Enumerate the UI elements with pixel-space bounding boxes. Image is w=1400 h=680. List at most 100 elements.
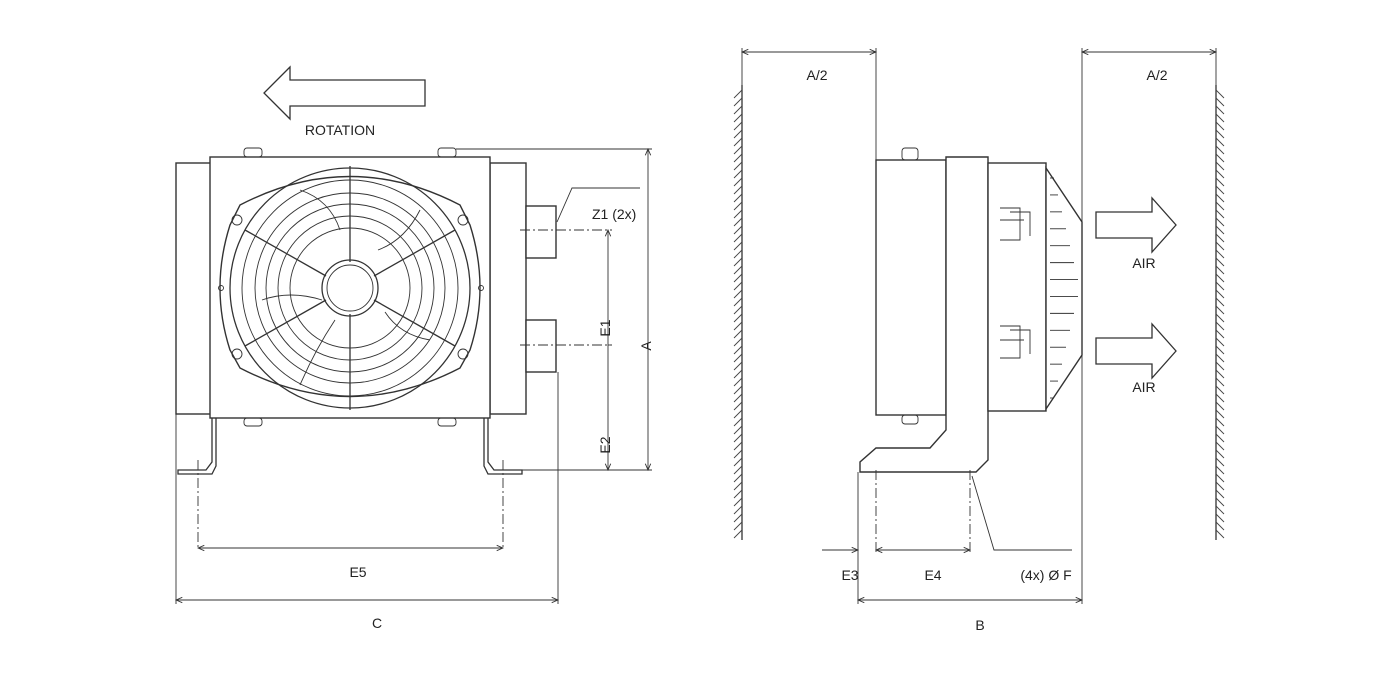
hatch-line xyxy=(1215,273,1225,283)
hatch-line xyxy=(1215,209,1225,219)
hatch-line xyxy=(1215,329,1225,339)
hatch-line xyxy=(1215,225,1225,235)
hatch-line xyxy=(733,345,743,355)
z1-label: Z1 (2x) xyxy=(592,206,636,222)
hatch-line xyxy=(1215,321,1225,331)
hatch-line xyxy=(1215,513,1225,523)
hatch-line xyxy=(1215,401,1225,411)
hatch-line xyxy=(733,457,743,467)
hatch-line xyxy=(733,145,743,155)
hatch-line xyxy=(733,89,743,99)
hatch-line xyxy=(733,529,743,539)
hatch-line xyxy=(1215,417,1225,427)
hatch-line xyxy=(1215,481,1225,491)
hatch-line xyxy=(733,337,743,347)
hatch-line xyxy=(1215,89,1225,99)
c-label: C xyxy=(372,615,382,631)
hatch-line xyxy=(733,265,743,275)
front-view: ROTATION xyxy=(175,65,654,631)
hatch-line xyxy=(1215,265,1225,275)
hatch-line xyxy=(1215,441,1225,451)
hatch-line xyxy=(733,105,743,115)
hatch-line xyxy=(1215,177,1225,187)
cooler-side-body xyxy=(875,159,947,416)
mounting-bolt-icons xyxy=(243,147,457,427)
hatch-line xyxy=(733,249,743,259)
a-half-right-label: A/2 xyxy=(1146,67,1167,83)
a-half-left-label: A/2 xyxy=(806,67,827,83)
e1-label: E1 xyxy=(597,319,613,336)
a-label: A xyxy=(638,341,654,351)
hatch-line xyxy=(1215,465,1225,475)
hatch-line xyxy=(733,497,743,507)
hatch-line xyxy=(1215,393,1225,403)
hatch-line xyxy=(733,409,743,419)
hatch-line xyxy=(1215,233,1225,243)
e4-label: E4 xyxy=(924,567,941,583)
air-top-label: AIR xyxy=(1132,255,1155,271)
port-icons xyxy=(520,205,612,373)
hatch-line xyxy=(1215,129,1225,139)
hatch-line xyxy=(1215,281,1225,291)
hatch-line xyxy=(733,433,743,443)
hatch-line xyxy=(733,273,743,283)
hatch-line xyxy=(733,521,743,531)
hatch-line xyxy=(733,425,743,435)
hatch-line xyxy=(733,377,743,387)
hatch-line xyxy=(733,257,743,267)
hatch-line xyxy=(1215,193,1225,203)
hatch-line xyxy=(1215,305,1225,315)
guard-ribs xyxy=(1050,177,1078,399)
hatch-line xyxy=(1215,217,1225,227)
fan-icon xyxy=(218,166,484,410)
hatch-line xyxy=(733,97,743,107)
e2-label: E2 xyxy=(597,436,613,453)
hatch-line xyxy=(1215,241,1225,251)
hatch-line xyxy=(733,353,743,363)
b-label: B xyxy=(975,617,984,633)
hatch-line xyxy=(1215,337,1225,347)
hatch-line xyxy=(1215,169,1225,179)
hatch-line xyxy=(733,169,743,179)
hatch-line xyxy=(1215,153,1225,163)
holes-leader xyxy=(971,475,1072,551)
left-tank xyxy=(175,162,213,415)
hatch-line xyxy=(733,193,743,203)
hatch-line xyxy=(733,305,743,315)
fan-guard xyxy=(1045,165,1083,412)
e5-label: E5 xyxy=(349,564,366,580)
hatch-line xyxy=(733,481,743,491)
hatch-line xyxy=(1215,489,1225,499)
hatch-line xyxy=(733,489,743,499)
hatch-line xyxy=(733,401,743,411)
hatch-line xyxy=(1215,409,1225,419)
hatch-line xyxy=(733,225,743,235)
hatch-line xyxy=(1215,449,1225,459)
hatch-line xyxy=(1215,529,1225,539)
hatch-line xyxy=(733,153,743,163)
hatch-line xyxy=(733,361,743,371)
z1-leader xyxy=(556,187,640,223)
hatch-line xyxy=(733,297,743,307)
bottom-bolt-icon xyxy=(901,414,919,425)
motor-clip-icons xyxy=(1000,207,1031,359)
hatch-line xyxy=(1215,521,1225,531)
hatch-line xyxy=(733,241,743,251)
air-bottom-label: AIR xyxy=(1132,379,1155,395)
hatch-line xyxy=(733,313,743,323)
hatch-line xyxy=(733,385,743,395)
hatch-line xyxy=(733,417,743,427)
hatch-line xyxy=(733,121,743,131)
hatch-line xyxy=(733,513,743,523)
hatch-line xyxy=(733,137,743,147)
e3-label: E3 xyxy=(841,567,858,583)
hatch-line xyxy=(1215,201,1225,211)
hatch-line xyxy=(733,217,743,227)
hatch-line xyxy=(733,329,743,339)
left-foot xyxy=(177,418,217,475)
hatch-line xyxy=(1215,257,1225,267)
hatch-line xyxy=(1215,345,1225,355)
hatch-line xyxy=(1215,505,1225,515)
hatch-line xyxy=(1215,473,1225,483)
